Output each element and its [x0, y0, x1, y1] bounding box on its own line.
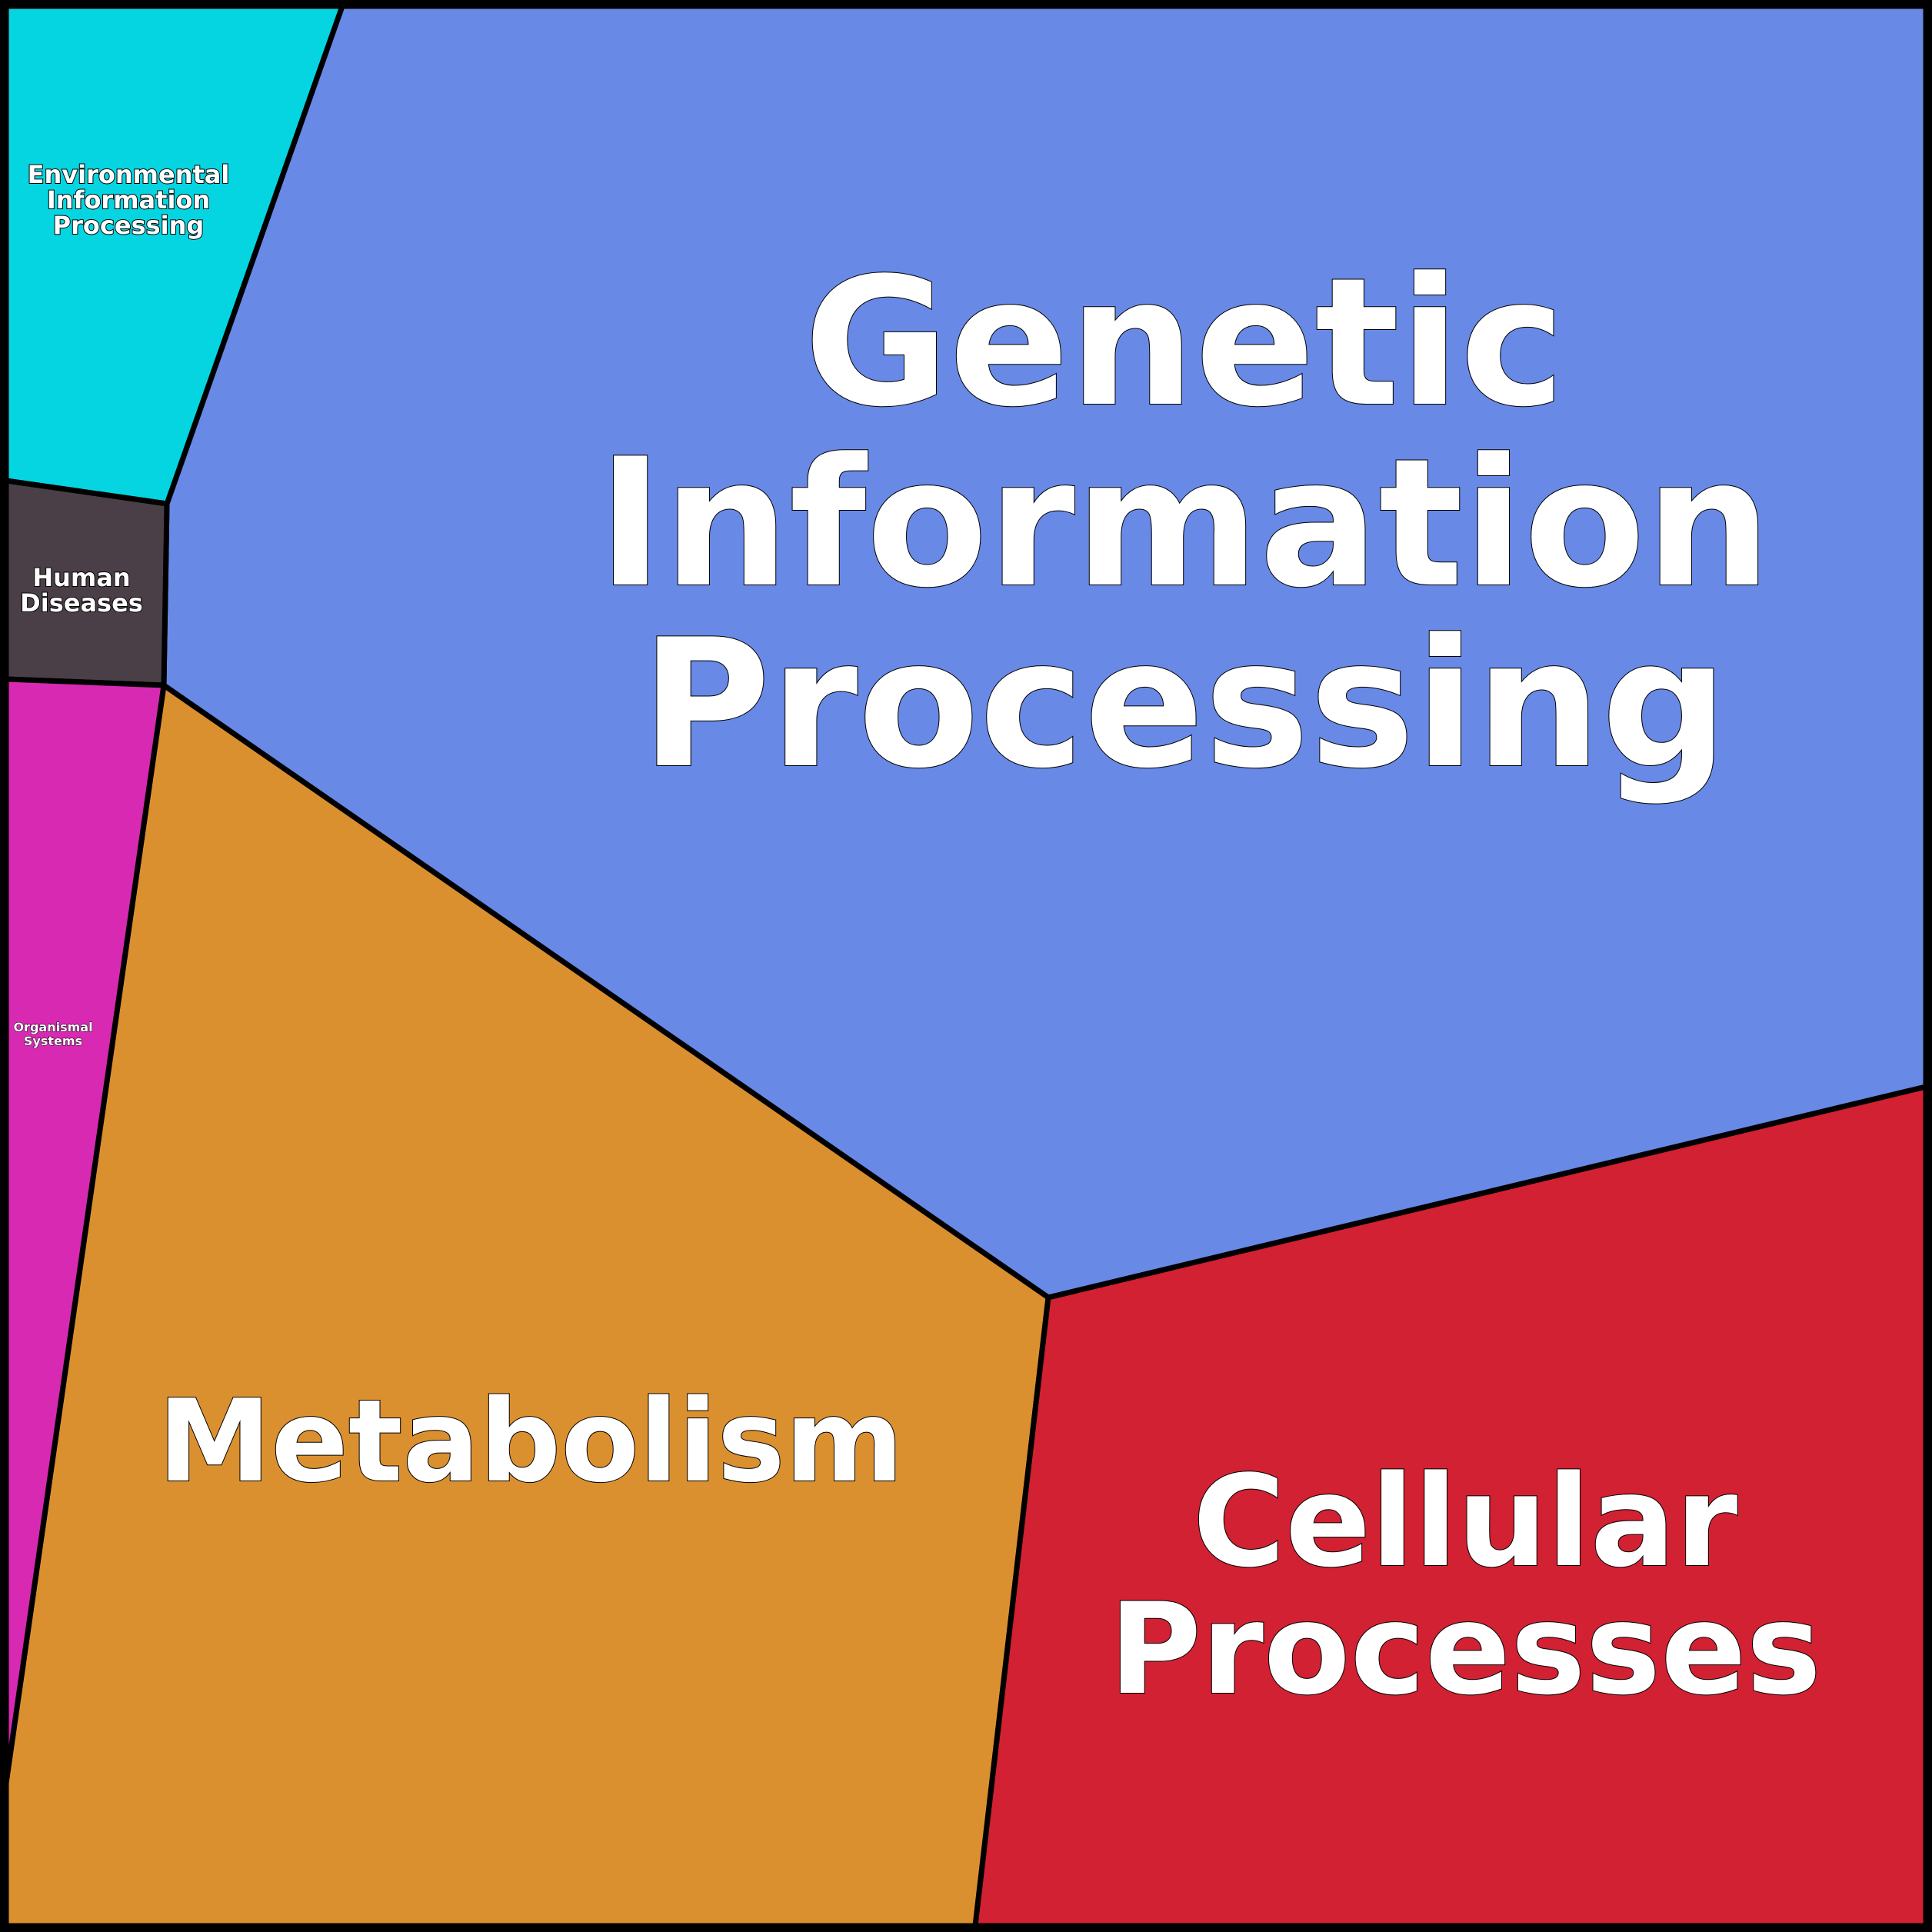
label-line: Processes: [1109, 1576, 1821, 1723]
label-line: Human: [32, 563, 130, 592]
label-line: Information: [47, 185, 210, 215]
label-line: Diseases: [20, 588, 143, 618]
label-line: Genetic: [804, 241, 1565, 446]
treemap-cells: [3, 3, 1929, 1929]
label-line: Processing: [53, 211, 205, 240]
label-line: Organismal: [13, 1020, 92, 1034]
label-line: Systems: [24, 1034, 82, 1048]
label-line: Metabolism: [158, 1375, 904, 1507]
label-line: Cellular: [1193, 1448, 1738, 1595]
label-metabolism: Metabolism: [158, 1375, 904, 1507]
label-line: Environmental: [28, 160, 230, 189]
label-line: Information: [598, 421, 1771, 627]
label-line: Processing: [641, 602, 1727, 808]
